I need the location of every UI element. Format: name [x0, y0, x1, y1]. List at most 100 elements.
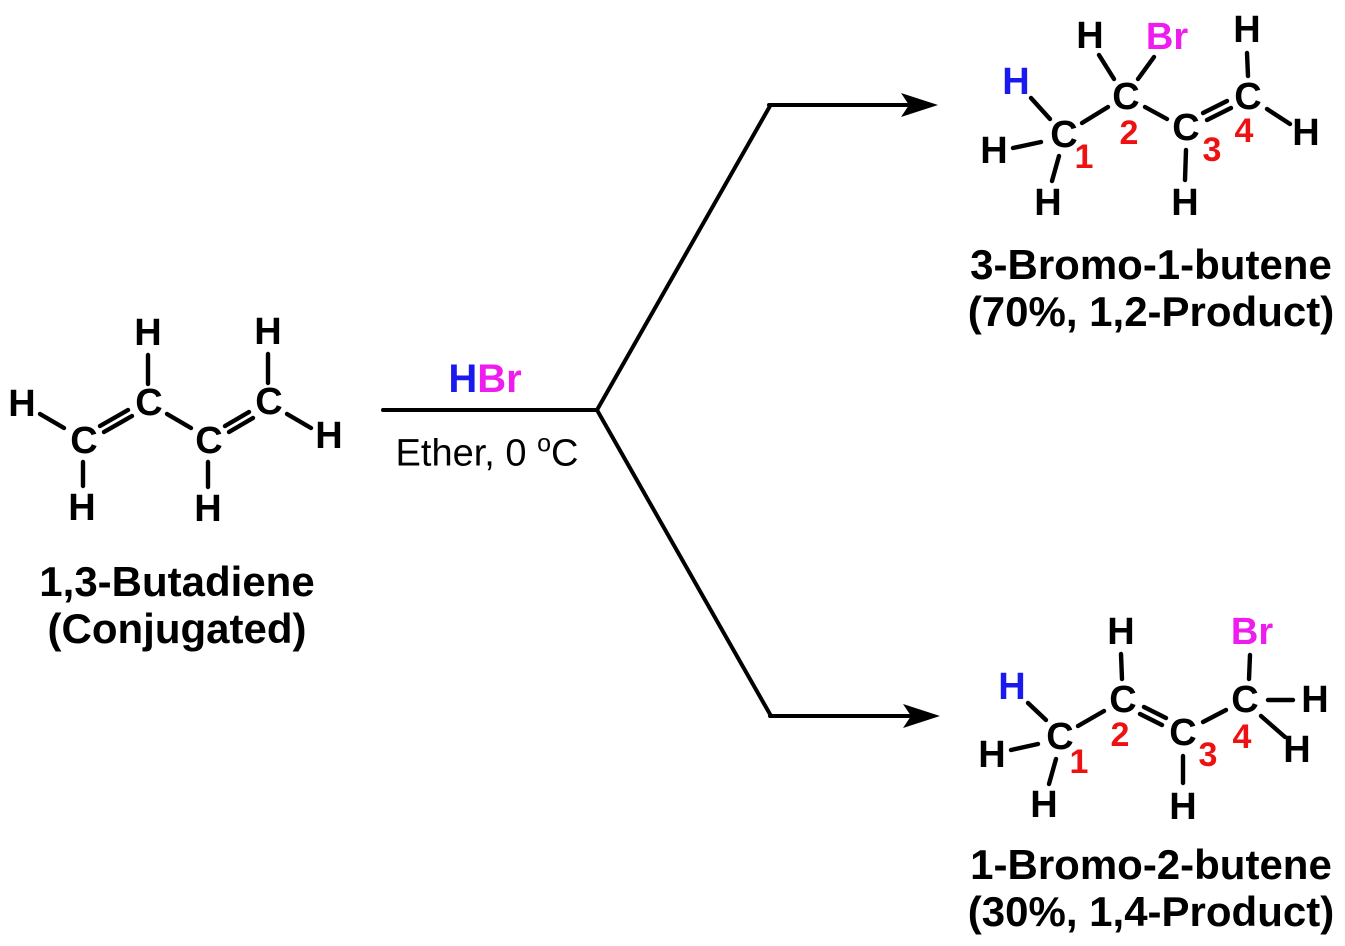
bond: [1200, 707, 1229, 725]
atom-hydrogen-added: H: [998, 666, 1026, 708]
top-arrow-diagonal: [595, 104, 772, 412]
atom-hydrogen: H: [1301, 679, 1329, 721]
reagent-hydrogen: H: [448, 357, 478, 401]
product12-bonds: [1010, 50, 1293, 184]
atom-carbon-2: C: [1112, 76, 1140, 118]
bond: [1049, 153, 1062, 184]
product12-yield: (70%, 1,2-Product): [967, 288, 1335, 335]
conditions-text: Ether, 0: [395, 432, 538, 475]
bond: [1028, 95, 1053, 122]
double-bond-c2-c3: [1137, 704, 1169, 728]
atom-hydrogen: H: [194, 488, 222, 530]
bond: [101, 413, 135, 435]
reactant-subname: (Conjugated): [47, 605, 307, 652]
bond: [1075, 708, 1107, 729]
top-arrowhead: [901, 93, 938, 117]
bond: [37, 411, 67, 431]
atom-hydrogen: H: [1076, 15, 1104, 57]
atom-hydrogen: H: [1169, 786, 1197, 828]
bond: [1137, 711, 1165, 728]
reagent-label: HBr: [448, 359, 521, 399]
carbon-number-2: 2: [1110, 716, 1130, 754]
bottom-arrow-diagonal: [595, 408, 773, 718]
atom-carbon-2: C: [135, 382, 163, 424]
butadiene-bonds: [37, 351, 314, 490]
bond: [164, 411, 194, 431]
atom-hydrogen: H: [978, 734, 1006, 776]
product12-caption: 3-Bromo-1-butene (70%, 1,2-Product): [968, 241, 1334, 335]
atom-hydrogen: H: [134, 312, 162, 354]
double-bond-c3-c4: [222, 409, 256, 435]
bond: [1200, 98, 1230, 116]
bond: [1182, 147, 1189, 183]
bond: [1141, 704, 1169, 721]
product12-name: 3-Bromo-1-butene: [970, 241, 1332, 288]
carbon-number-1: 1: [1069, 743, 1089, 781]
carbon-number-2: 2: [1119, 114, 1139, 152]
product14-caption: 1-Bromo-2-butene (30%, 1,4-Product): [968, 841, 1334, 935]
atom-hydrogen: H: [315, 415, 343, 457]
carbon-number-4: 4: [1234, 112, 1254, 150]
atom-hydrogen: H: [1233, 9, 1261, 51]
bond: [1079, 104, 1111, 126]
double-bond-c1-c2: [97, 407, 135, 435]
atom-carbon-1: C: [70, 420, 98, 462]
bond: [1246, 652, 1253, 682]
atom-carbon-4: C: [255, 381, 283, 423]
bond: [1258, 713, 1288, 740]
bond: [222, 409, 252, 429]
atom-carbon-1: C: [1050, 114, 1078, 156]
atom-carbon-1: C: [1046, 716, 1074, 758]
atom-hydrogen: H: [68, 487, 96, 529]
product14-yield: (30%, 1,4-Product): [967, 888, 1335, 935]
double-bond-c3-c4: [1200, 98, 1234, 123]
bond: [1264, 106, 1293, 127]
bond: [226, 415, 256, 435]
product14-bonds: [1008, 651, 1296, 787]
atom-hydrogen: H: [1171, 182, 1199, 224]
reagent-bromine: Br: [477, 357, 522, 401]
bond: [1142, 104, 1170, 122]
atom-bromine-added: Br: [1145, 16, 1189, 58]
carbon-number-3: 3: [1202, 131, 1222, 169]
reaction-arrows: [381, 93, 940, 728]
degree-symbol: o: [537, 429, 551, 458]
bond: [1244, 50, 1251, 79]
bond: [1010, 139, 1044, 151]
atom-carbon-3: C: [1169, 712, 1197, 754]
bond: [1008, 741, 1041, 753]
atom-hydrogen: H: [8, 383, 36, 425]
atom-carbon-4: C: [1231, 679, 1259, 721]
atom-hydrogen: H: [1292, 112, 1320, 154]
carbon-number-1: 1: [1074, 138, 1094, 176]
bond: [1096, 52, 1117, 82]
atom-hydrogen: H: [254, 311, 282, 353]
atom-hydrogen: H: [1034, 182, 1062, 224]
atom-carbon-4: C: [1234, 76, 1262, 118]
atom-carbon-3: C: [195, 420, 223, 462]
atom-hydrogen-added: H: [1002, 61, 1030, 103]
reactant-caption: 1,3-Butadiene (Conjugated): [39, 558, 314, 652]
conditions-unit: C: [551, 432, 579, 475]
bond: [284, 411, 314, 431]
atom-hydrogen: H: [1030, 784, 1058, 826]
atom-bromine-added: Br: [1230, 611, 1274, 653]
bond: [97, 407, 131, 429]
bond: [1025, 700, 1049, 723]
bond: [1046, 756, 1059, 787]
product14-name: 1-Bromo-2-butene: [970, 841, 1332, 888]
atom-carbon-3: C: [1172, 107, 1200, 149]
carbon-number-4: 4: [1232, 718, 1252, 756]
atom-carbon-2: C: [1109, 679, 1137, 721]
bottom-arrowhead: [903, 704, 940, 728]
conditions-label: Ether, 0 oC: [395, 429, 579, 475]
bond: [1135, 54, 1157, 82]
bond: [1118, 651, 1125, 682]
carbon-number-3: 3: [1198, 736, 1218, 774]
atom-hydrogen: H: [1107, 611, 1135, 653]
bond: [1204, 105, 1234, 123]
atom-hydrogen: H: [980, 130, 1008, 172]
atom-hydrogen: H: [1283, 729, 1311, 771]
